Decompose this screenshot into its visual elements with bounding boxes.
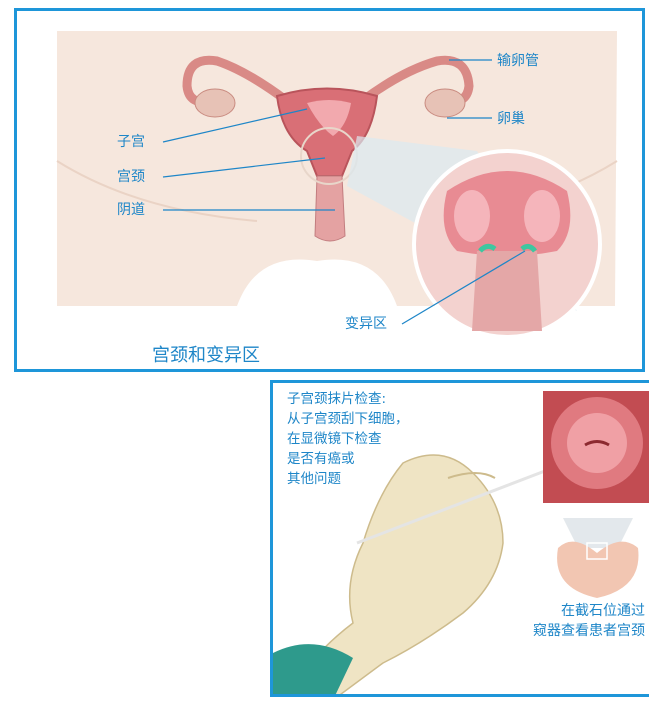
smear-line-2: 从子宫颈刮下细胞， [287, 409, 409, 429]
label-cervix: 宫颈 [117, 169, 145, 185]
pap-smear-panel: 子宫颈抹片检查: 从子宫颈刮下细胞， 在显微镜下检查 是否有癌或 其他问题 在截… [270, 380, 649, 697]
smear-line-5: 其他问题 [287, 469, 409, 489]
panel-caption: 宫颈和变异区 [152, 341, 260, 367]
smear-line-3: 在显微镜下检查 [287, 429, 409, 449]
anatomy-illustration [17, 11, 642, 369]
label-uterus: 子宫 [117, 134, 145, 150]
view-line-2: 窥器查看患者宫颈 [533, 621, 645, 641]
anatomy-panel: 输卵管 卵巢 子宫 宫颈 阴道 变异区 宫颈和变异区 [14, 8, 645, 372]
smear-line-1: 子宫颈抹片检查: [287, 389, 409, 409]
smear-line-4: 是否有癌或 [287, 449, 409, 469]
view-line-1: 在截石位通过 [533, 601, 645, 621]
label-ovary: 卵巢 [497, 111, 525, 127]
speculum-view-caption: 在截石位通过 窥器查看患者宫颈 [533, 601, 645, 641]
label-fallopian-tube: 输卵管 [497, 53, 539, 69]
label-transformation-zone: 变异区 [345, 316, 387, 332]
label-vagina: 阴道 [117, 202, 145, 218]
pap-smear-description: 子宫颈抹片检查: 从子宫颈刮下细胞， 在显微镜下检查 是否有癌或 其他问题 [287, 389, 409, 489]
